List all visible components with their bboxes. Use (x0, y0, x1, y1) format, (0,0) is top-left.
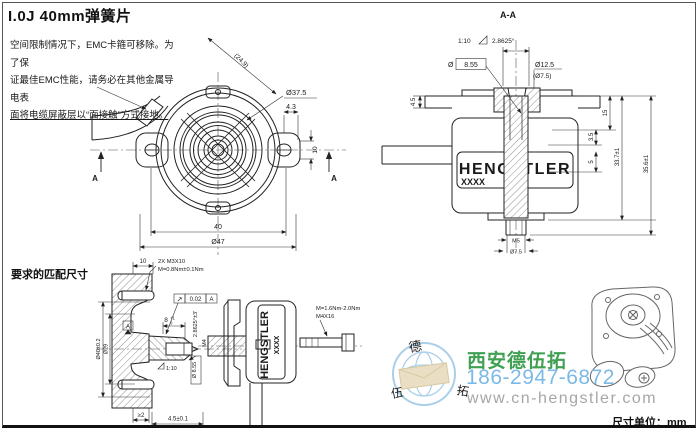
taper-ratio: 1:10 (458, 38, 471, 45)
dim-body-dia: Ø37.5 (286, 88, 306, 97)
emc-note-line2: 证最佳EMC性能，请务必在其他金属导电表 (10, 75, 174, 104)
dim-holes: 40 (214, 224, 222, 231)
dim-15: 15 (603, 109, 609, 116)
emc-note-line3: 面将电缆屏蔽层以“面接触”方式接地。 (10, 110, 169, 121)
dim-hub-dia: Ø12.5 (535, 62, 554, 69)
screw-side-note2: M4X16 (316, 314, 334, 320)
globe-char-top: 德 (408, 338, 423, 355)
watermark-phone: 186-2947-6872 (466, 366, 615, 389)
unit-label: 尺寸单位：mm (612, 417, 687, 429)
dim-33-7: 33.7±1 (615, 147, 621, 166)
dim-thread-m5: M5 (512, 239, 520, 245)
dim-outer: Ø47 (211, 239, 224, 246)
dim-len-tol-dn: 0 (170, 321, 173, 326)
page-title: I.0J 40mm弹簧片 (8, 8, 132, 25)
taper-ratio-mating: 1:10 (166, 366, 177, 372)
side-assembly-view (198, 299, 362, 427)
watermark-globe (392, 342, 456, 406)
watermark-company: 西安德伍拓 (467, 351, 568, 372)
dim-pilot: Ø40±0.2 (96, 338, 102, 359)
emc-note: 空间限制情况下，EMC卡箍可移除。为了保 证最佳EMC性能，请务必在其他金属导电… (10, 37, 182, 125)
dim-stub-dia: Ø7.5 (510, 250, 522, 256)
cone-dia-symbol: Ø (448, 62, 454, 69)
dim-recess: Ø29 (104, 344, 110, 354)
dim-plate: 10 (140, 259, 147, 265)
dim-5: 5 (589, 160, 595, 164)
front-view-dims (96, 37, 333, 251)
dim-len: 8 (164, 317, 168, 324)
dim-diagonal: (24.9) (233, 52, 250, 69)
dim-35-6: 35.6±1 (644, 154, 650, 173)
dim-bore-dia: (Ø7.5) (533, 73, 551, 80)
dim-tab: 4.3 (286, 104, 296, 111)
front-view (90, 72, 346, 255)
section-letter-left: A (92, 174, 98, 183)
datum-label: A (126, 325, 130, 331)
mating-view-title: 要求的匹配尺寸 (11, 269, 88, 281)
screw-side-note1: M=1.6Nm-2.0Nm (316, 306, 360, 312)
dim-thread-m4: M4 (202, 339, 208, 347)
brand-code-side: XXXX (274, 335, 281, 354)
dim-cone-dia-mating: Ø 8.55 (192, 362, 198, 379)
dim-angle: 2.8625°±3' (193, 311, 199, 337)
watermark-website: www.cn-hengstler.com (467, 390, 658, 407)
taper-angle: 2.8625° (492, 37, 515, 45)
section-dims (413, 35, 656, 253)
screw-note1: 2X M3X10 (158, 259, 185, 265)
dim-len-tol-up: +1 (170, 316, 176, 321)
globe-char-right: 拓 (456, 383, 470, 399)
globe-char-left: 伍 (390, 385, 405, 401)
brand-code: XXXX (461, 177, 485, 187)
mating-dims (98, 262, 218, 427)
dim-stickout: 4.5±0.1 (168, 417, 189, 423)
runout-value: 0.02 (190, 297, 202, 303)
product-3d-render (589, 286, 676, 388)
brand-text-side: HENGSTLER (259, 311, 271, 379)
screw-note2: M=0.8Nm±0.1Nm (158, 267, 204, 273)
dim-sheet: 4.5 (411, 97, 417, 106)
emc-note-line1: 空间限制情况下，EMC卡箍可移除。为了保 (10, 40, 174, 69)
section-title: A-A (500, 10, 516, 20)
circular-runout-icon: ↗ (177, 297, 183, 304)
dim-slot: 10 (312, 146, 319, 154)
dim-3-5: 3.5 (589, 132, 595, 141)
side-assembly-dims (319, 319, 328, 337)
runout-datum: A (209, 297, 213, 303)
section-letter-right: A (331, 174, 337, 183)
cone-dia: 8.55 (464, 62, 478, 69)
section-shaft (381, 95, 545, 236)
dim-clearance: ≥2 (138, 413, 145, 419)
